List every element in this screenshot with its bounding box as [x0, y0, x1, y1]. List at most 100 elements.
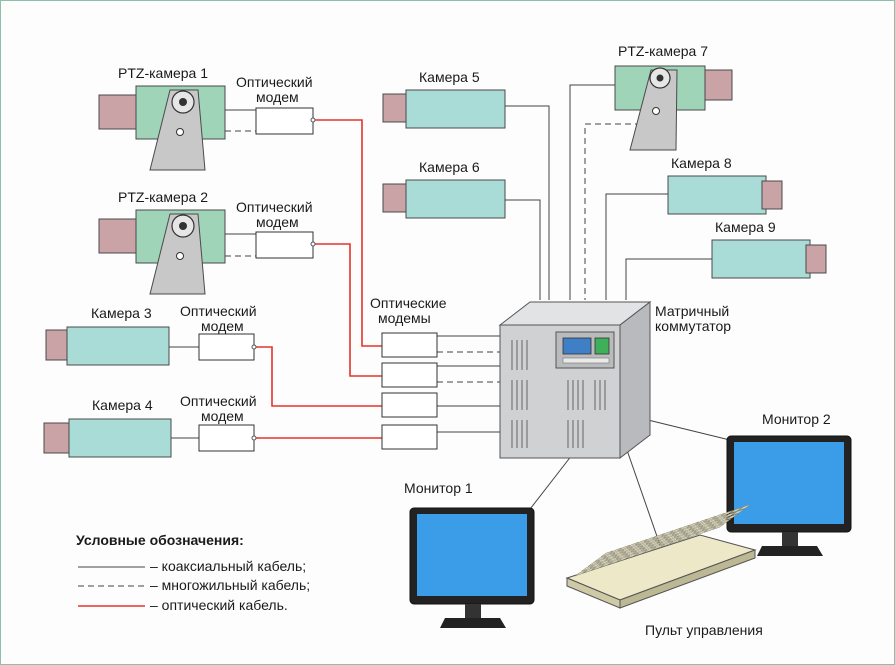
optic-cable-ptz1	[313, 119, 382, 347]
optical-modem-cam4	[198, 424, 257, 452]
keyboard-key	[688, 523, 702, 530]
keyboard-key	[701, 524, 715, 531]
keyboard-key	[607, 556, 620, 563]
keyboard-key	[617, 555, 631, 562]
keyboard-key	[665, 534, 678, 541]
legend-multi-label: – многожильный кабель;	[150, 577, 310, 593]
ptz-camera-7	[614, 65, 733, 151]
keyboard-key	[710, 521, 723, 528]
keyboard-key	[602, 552, 616, 559]
keyboard-key	[656, 536, 669, 544]
keyboard-key	[626, 552, 639, 559]
keyboard-key	[605, 554, 618, 561]
label-modem-ptz2-line2: модем	[256, 214, 299, 230]
label-modems-group-line1: Оптические	[370, 295, 447, 311]
camera-9	[711, 239, 827, 279]
keyboard-key	[637, 540, 650, 548]
multi-ptz7-switch	[584, 123, 641, 300]
keyboard-key	[671, 529, 685, 536]
keyboard-key	[682, 528, 695, 535]
label-ptz-camera-7: PTZ-камера 7	[618, 43, 708, 59]
keyboard-key	[703, 526, 717, 533]
keyboard-key	[731, 508, 745, 516]
label-switch-line2: коммутатор	[655, 318, 731, 334]
keyboard-key	[609, 558, 622, 565]
keyboard-key	[686, 532, 699, 539]
camera-6	[382, 179, 506, 219]
keyboard-key	[718, 518, 732, 526]
keyboard-key	[678, 524, 691, 531]
optic-cable-ptz2	[313, 243, 382, 377]
keyboard-key	[663, 532, 676, 539]
label-modem-ptz1-line1: Оптический	[236, 74, 313, 90]
keyboard-key	[635, 549, 648, 556]
keyboard-key	[675, 533, 689, 540]
keyboard-key	[738, 504, 751, 511]
legend-optic-label: – оптический кабель.	[150, 597, 288, 613]
coax-cam9-switch	[625, 258, 712, 300]
keyboard-key	[697, 520, 710, 528]
camera-4	[43, 418, 172, 458]
keyboard-key	[712, 512, 725, 520]
keyboard-key	[624, 550, 637, 557]
keyboard-key	[592, 563, 605, 571]
keyboard-key	[594, 555, 607, 562]
keyboard-key	[673, 531, 687, 538]
label-modems-group-line2: модемы	[378, 310, 431, 326]
keyboard-key	[643, 546, 656, 554]
keyboard-key	[626, 541, 639, 549]
keyboard-key	[574, 569, 588, 577]
label-camera-8: Камера 8	[671, 155, 732, 171]
keyboard-key	[723, 511, 736, 519]
keyboard-key	[652, 533, 665, 540]
modem-to-switch-links	[437, 335, 500, 433]
label-modem-cam3-line1: Оптический	[180, 303, 257, 319]
keyboard-key	[648, 539, 661, 547]
label-modem-cam4-line1: Оптический	[180, 393, 257, 409]
camera-5	[382, 89, 506, 129]
keyboard-key	[650, 541, 663, 549]
camera-8	[667, 175, 783, 215]
optic-cable-cam3	[254, 346, 382, 407]
label-camera-5: Камера 5	[419, 69, 480, 85]
coax-cam8-switch	[605, 193, 668, 300]
optical-modem-cam3	[198, 333, 257, 361]
keyboard-key	[678, 534, 691, 542]
keyboard-key	[716, 516, 730, 524]
optical-modem-ptz1	[255, 107, 316, 135]
label-camera-6: Камера 6	[419, 159, 480, 175]
keyboard-key	[609, 547, 622, 555]
keyboard-key	[587, 560, 601, 567]
keyboard-key	[613, 551, 626, 558]
keyboard-key	[729, 507, 743, 514]
keyboard-key	[639, 542, 652, 550]
ptz-camera-2	[98, 209, 226, 295]
keyboard-key	[721, 509, 734, 517]
keyboard-key	[708, 519, 721, 527]
keyboard-key	[632, 547, 646, 555]
legend-coax-label: – коаксиальный кабель;	[150, 558, 306, 574]
keyboard-key	[667, 535, 680, 543]
keyboard-key	[611, 549, 624, 557]
optical-modems-group	[381, 332, 438, 450]
keyboard-key	[620, 546, 633, 554]
control-console-keyboard	[565, 504, 757, 609]
label-camera-9: Камера 9	[715, 219, 776, 235]
label-ptz-camera-1: PTZ-камера 1	[118, 65, 208, 81]
keyboard-key	[714, 514, 728, 522]
label-modem-cam4-line2: модем	[201, 408, 244, 424]
label-monitor-1: Монитор 1	[404, 480, 473, 496]
keyboard-key	[695, 529, 708, 536]
keyboard-key	[704, 515, 717, 523]
keyboard-key	[695, 518, 708, 526]
label-monitor-2: Монитор 2	[762, 411, 831, 427]
label-control-console: Пульт управления	[645, 622, 763, 638]
keyboard-key	[596, 557, 609, 564]
optical-modem-ptz2	[255, 231, 316, 259]
keyboard-key	[669, 537, 682, 545]
legend-title: Условные обозначения:	[76, 532, 244, 548]
label-switch-line1: Матричный	[655, 303, 729, 319]
keyboard-key	[693, 527, 706, 534]
monitor-2	[726, 435, 852, 556]
